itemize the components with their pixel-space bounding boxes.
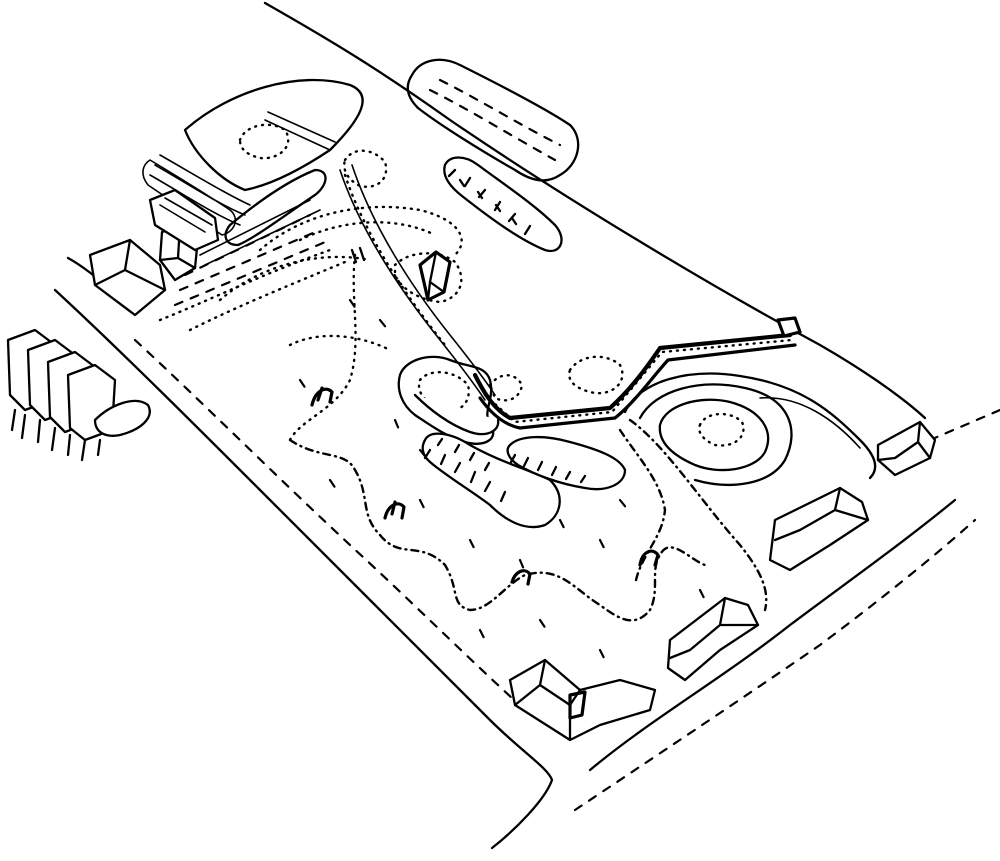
west-buildings — [88, 188, 220, 317]
north-planters — [406, 58, 580, 253]
building-e1 — [876, 420, 937, 477]
monolith — [418, 250, 452, 302]
bench-2 — [383, 500, 406, 520]
allee-tree-marks — [350, 246, 366, 264]
building-s1-edge — [668, 596, 760, 660]
dotted-loop-mid — [488, 374, 524, 402]
north-planter-small — [443, 156, 563, 253]
boardwalk-end-kiosk — [776, 316, 802, 338]
dotted-ring-around-monolith — [393, 252, 463, 304]
east-pond — [623, 372, 877, 486]
north-planter-small-trees — [447, 168, 532, 236]
east-pond-contour-3 — [759, 397, 861, 449]
allee-line-1 — [339, 169, 486, 401]
east-pond-contour-1 — [638, 383, 793, 486]
lower-street-centerline — [928, 408, 1000, 442]
row-houses — [6, 328, 151, 462]
garden-paths — [218, 149, 768, 664]
east-buildings — [508, 420, 937, 742]
hedge-clump-1-texture — [423, 437, 507, 503]
building-w3-lines — [159, 197, 213, 233]
long-strip — [224, 168, 327, 247]
tree-clumps — [413, 393, 627, 529]
row-houses-legs — [10, 408, 102, 462]
benches — [310, 386, 660, 586]
building-w1-roof — [93, 238, 167, 292]
dotted-meander-west — [288, 438, 707, 622]
parking-stripes-a — [142, 159, 237, 236]
hedge-clump-2 — [506, 435, 627, 491]
dotted-arc-1 — [258, 205, 463, 257]
dotted-curve-middle — [288, 334, 392, 352]
bench-1 — [310, 386, 334, 407]
bench-4 — [638, 549, 660, 567]
top-lot-tree-circle — [238, 123, 290, 160]
pond-inner-dots — [417, 371, 470, 413]
building-e1-edge — [876, 420, 932, 462]
hedge-clump-2-texture — [509, 453, 587, 484]
north-planter-large — [406, 58, 580, 182]
diagonal-allee — [339, 164, 496, 401]
top-lot-outline — [183, 78, 364, 192]
central-dotted-wander — [288, 253, 357, 442]
left-street-outer-edge — [53, 288, 554, 850]
building-e2-edge — [773, 486, 870, 542]
upper-street-edge — [263, 1, 927, 420]
hedge-clump-3 — [413, 393, 500, 436]
plaza-stripe-2 — [173, 213, 332, 307]
hedge-clump-1 — [421, 432, 561, 529]
boardwalk-dots — [483, 338, 794, 424]
dotted-loops-right — [568, 355, 624, 395]
dotted-curve-east — [628, 418, 768, 612]
boardwalk-edge-inner — [478, 343, 797, 430]
monolith-edge — [426, 250, 446, 302]
building-s2-stair — [568, 690, 587, 720]
right-street-edge — [588, 498, 957, 772]
east-pond-contour-2 — [623, 372, 877, 480]
bench-3 — [510, 569, 532, 586]
right-street-centerline — [573, 518, 977, 812]
building-s1 — [666, 596, 760, 682]
boardwalk — [472, 316, 802, 430]
top-lot-driveway — [264, 111, 336, 151]
streets — [53, 1, 1000, 850]
east-pond-dot-ring — [698, 412, 745, 447]
plaza-hatched-bands — [158, 168, 347, 332]
row-houses-gardens — [93, 399, 151, 437]
east-pond-outline — [658, 398, 770, 472]
dotted-arc-2 — [298, 221, 437, 242]
top-parking-area — [142, 78, 364, 236]
dotted-loop-top — [343, 149, 388, 188]
allee-line-2 — [351, 164, 496, 396]
left-street-centerline — [133, 338, 527, 712]
dotted-meander-south — [618, 428, 667, 587]
monolith-body — [418, 250, 452, 302]
north-planter-large-dash — [428, 78, 562, 162]
allee-dots — [343, 173, 447, 347]
building-e2 — [768, 486, 870, 572]
